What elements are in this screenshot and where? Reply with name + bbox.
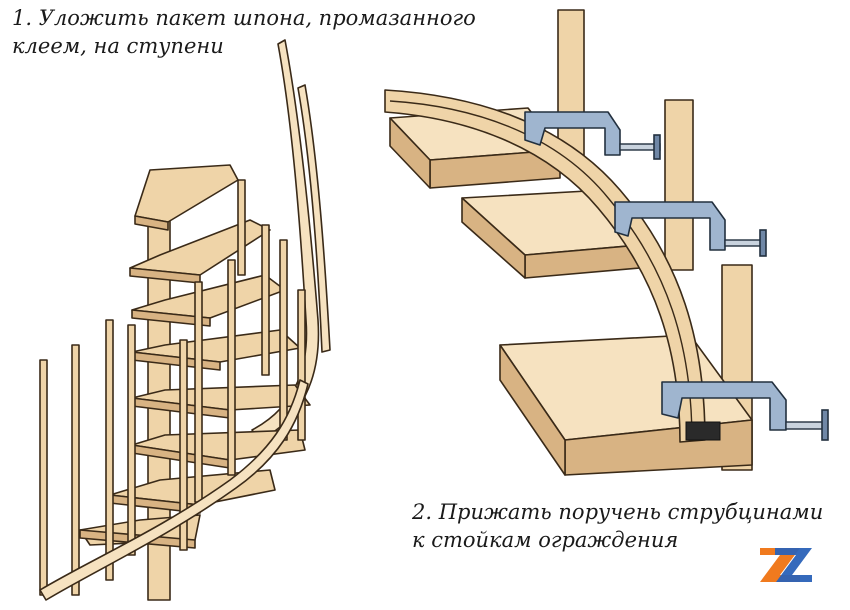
tread-2 (129, 219, 271, 276)
baluster (194, 281, 203, 503)
veneer-strip-front (39, 379, 309, 601)
caption-step-2: 2. Прижать поручень струбцинами к стойка… (412, 498, 823, 554)
handrail-glue-line (389, 100, 693, 442)
tread-5 (131, 384, 311, 411)
logo (760, 548, 812, 582)
veneer-strip-back (297, 84, 331, 353)
clamp-bottom (661, 381, 829, 441)
caption-step-2-line-1: 2. Прижать поручень струбцинами (412, 500, 824, 524)
tread-4 (131, 329, 301, 363)
baluster (237, 179, 246, 276)
baluster (279, 239, 288, 441)
baluster (227, 259, 236, 476)
handrail-assembly (384, 9, 829, 476)
balusters (39, 179, 306, 596)
tread-1 (134, 164, 239, 223)
baluster (179, 339, 188, 551)
caption-step-2-line-2: к стойкам ограждения (412, 528, 679, 552)
caption-step-1-line-1: 1. Уложить пакет шпона, промазанного (12, 6, 476, 30)
tread-3 (131, 274, 286, 319)
clamp-middle (614, 201, 767, 257)
baluster (39, 359, 48, 596)
baluster (297, 289, 306, 441)
step-bottom-side (499, 344, 566, 476)
step-middle-side (461, 197, 526, 279)
step-top-side (389, 117, 431, 189)
caption-step-1-line-2: клеем, на ступени (12, 34, 224, 58)
caption-step-1: 1. Уложить пакет шпона, промазанного кле… (12, 4, 476, 60)
post-middle (664, 99, 694, 271)
tread-1-edge (134, 215, 169, 231)
baluster (71, 344, 80, 596)
baluster (261, 224, 270, 376)
baluster (127, 324, 136, 556)
clamp-top (524, 111, 661, 160)
spiral-staircase (39, 39, 331, 601)
tread-3-edge (131, 309, 211, 327)
baluster (105, 319, 114, 581)
